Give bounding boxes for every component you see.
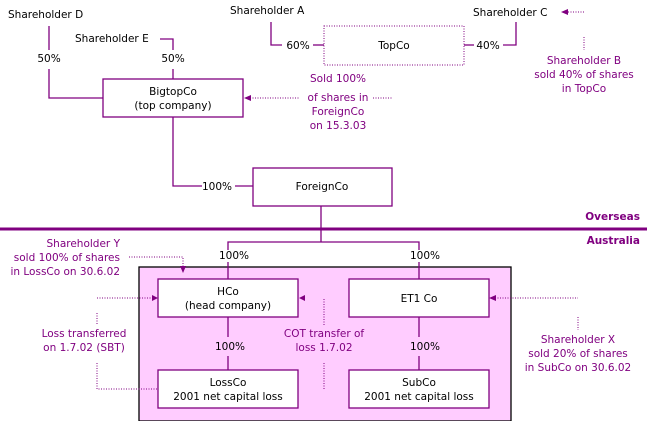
- bigtopco-role: (top company): [134, 100, 211, 112]
- annotation-shareholder-x: Shareholder X sold 20% of shares in SubC…: [525, 334, 631, 374]
- arrow-icon: [152, 295, 158, 301]
- annotation-line: ForeignCo: [312, 106, 365, 118]
- ownership-d-bigtop: 50%: [37, 53, 60, 65]
- arrow-icon: [561, 9, 568, 15]
- subco-detail: 2001 net capital loss: [364, 391, 474, 403]
- hco-role: (head company): [185, 300, 271, 312]
- annotation-loss-transferred: Loss transferred on 1.7.02 (SBT): [42, 328, 127, 354]
- arrow-icon: [180, 266, 186, 273]
- foreignco-name: ForeignCo: [296, 181, 349, 193]
- hco-name: HCo: [217, 286, 239, 298]
- connector: [227, 241, 420, 250]
- connector: [270, 22, 282, 46]
- ownership-bigtop-foreign: 100%: [202, 181, 232, 193]
- annotation-line: sold 40% of shares: [534, 69, 634, 81]
- annotation-line: on 15.3.03: [310, 120, 367, 132]
- entity-topco: TopCo: [323, 25, 465, 66]
- annotation-line: Shareholder X: [541, 334, 615, 346]
- connector: [48, 69, 103, 99]
- annotation-line: Shareholder B: [547, 55, 621, 67]
- connector: [503, 22, 517, 46]
- annotation-pointer: [96, 363, 158, 390]
- annotation-shareholder-b: Shareholder B sold 40% of shares in TopC…: [534, 55, 634, 95]
- annotation-line: in SubCo on 30.6.02: [525, 362, 631, 374]
- bigtopco-name: BigtopCo: [149, 86, 197, 98]
- annotation-line: loss 1.7.02: [295, 342, 352, 354]
- entity-subco: SubCo 2001 net capital loss: [348, 369, 490, 409]
- shareholder-d-label: Shareholder D: [8, 9, 83, 21]
- topco-name: TopCo: [377, 40, 409, 52]
- annotation-line: COT transfer of: [284, 328, 365, 340]
- annotation-line: in TopCo: [562, 83, 606, 95]
- annotation-sold-foreignco: Sold 100% of shares in ForeignCo on 15.3…: [308, 73, 369, 132]
- annotation-pointer: [129, 256, 184, 267]
- entity-hco: HCo (head company): [157, 278, 299, 318]
- entity-foreignco: ForeignCo: [252, 167, 393, 207]
- connector: [172, 117, 202, 187]
- lossco-detail: 2001 net capital loss: [173, 391, 283, 403]
- ownership-hco-lossco: 100%: [215, 341, 245, 353]
- ownership-c-topco: 40%: [476, 40, 499, 52]
- region-label-overseas: Overseas: [585, 211, 640, 223]
- annotation-line: sold 100% of shares: [14, 252, 120, 264]
- annotation-line: of shares in: [308, 92, 369, 104]
- shareholder-a-label: Shareholder A: [230, 5, 305, 17]
- arrow-icon: [489, 295, 496, 301]
- annotation-shareholder-y: Shareholder Y sold 100% of shares in Los…: [10, 238, 120, 278]
- annotation-line: sold 20% of shares: [528, 348, 628, 360]
- arrow-icon: [299, 295, 305, 301]
- annotation-line: in LossCo on 30.6.02: [10, 266, 120, 278]
- entity-bigtopco: BigtopCo (top company): [102, 78, 244, 118]
- entity-et1co: ET1 Co: [348, 278, 490, 318]
- annotation-line: Sold 100%: [310, 73, 366, 85]
- region-label-australia: Australia: [587, 235, 640, 247]
- ownership-et1-subco: 100%: [410, 341, 440, 353]
- ownership-a-topco: 60%: [286, 40, 309, 52]
- annotation-line: on 1.7.02 (SBT): [43, 342, 125, 354]
- shareholder-e-label: Shareholder E: [75, 33, 149, 45]
- annotation-cot-transfer: COT transfer of loss 1.7.02: [284, 328, 365, 354]
- ownership-foreign-et1: 100%: [410, 250, 440, 262]
- subco-name: SubCo: [402, 377, 436, 389]
- connector: [160, 38, 174, 50]
- lossco-name: LossCo: [210, 377, 247, 389]
- et1co-name: ET1 Co: [401, 293, 438, 305]
- arrow-icon: [244, 95, 251, 101]
- ownership-foreign-hco: 100%: [219, 250, 249, 262]
- entity-lossco: LossCo 2001 net capital loss: [157, 369, 299, 409]
- annotation-line: Shareholder Y: [47, 238, 121, 250]
- shareholder-c-label: Shareholder C: [473, 7, 547, 19]
- ownership-e-bigtop: 50%: [161, 53, 184, 65]
- annotation-line: Loss transferred: [42, 328, 127, 340]
